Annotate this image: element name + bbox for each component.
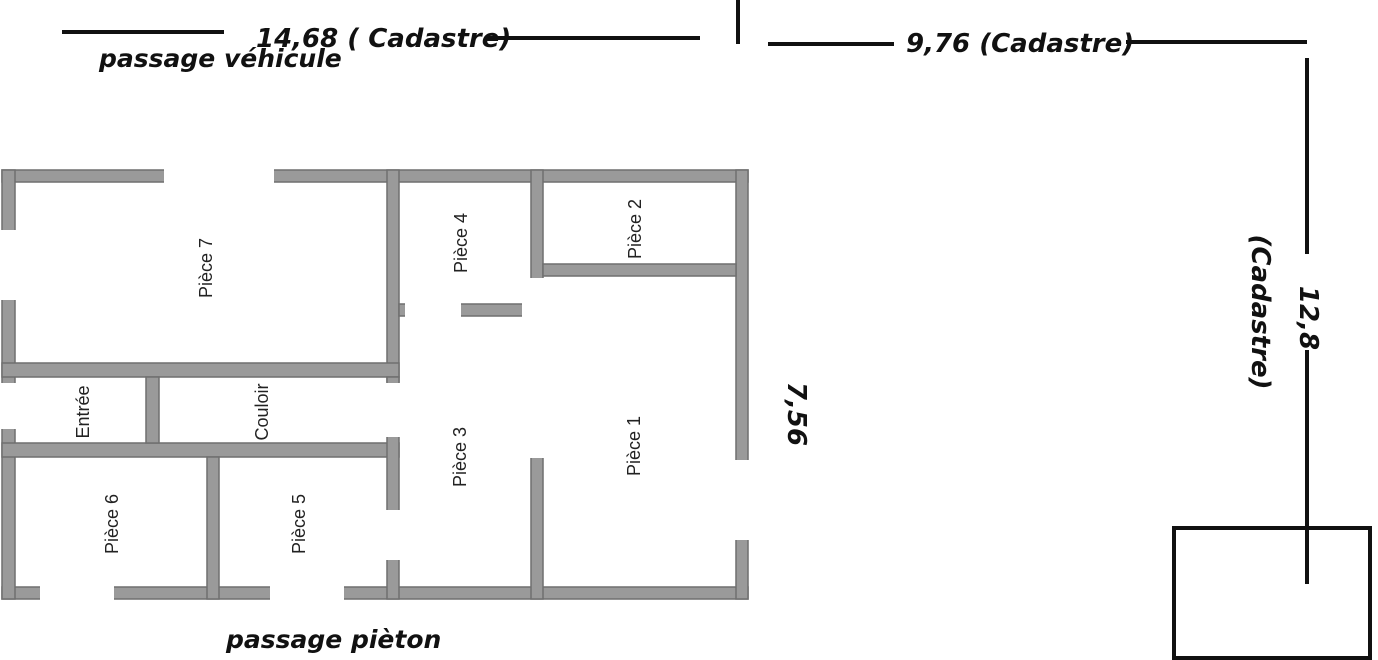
opening-corridor-entry [380,383,404,437]
note-vehicle-passage: passage véhicule [98,44,342,73]
note-pedestrian-passage: passage pièton [225,625,441,654]
wall-piece6-piece5 [206,456,220,600]
opening-right-wall [733,460,753,540]
opening-piece3 [382,510,404,560]
room-label-piece5: Pièce 5 [289,494,309,554]
room-labels: Pièce 7 Pièce 4 Pièce 2 Entrée Couloir P… [73,199,645,554]
dimension-top-left: 14,68 ( Cadastre) [256,24,511,54]
room-label-piece7: Pièce 7 [196,238,216,298]
opening-top-piece7 [164,166,274,186]
room-label-couloir: Couloir [252,383,272,440]
wall-entree-couloir [145,376,160,444]
dimension-top-right: 9,76 (Cadastre) [906,29,1134,59]
annex-building [1172,526,1372,660]
dimension-lines [62,0,1309,584]
outer-wall-top [1,169,749,183]
room-label-piece4: Pièce 4 [451,213,471,273]
opening-left-entree [0,383,20,429]
opening-bottom-piece5 [270,583,344,603]
dimension-right-source: (Cadastre) [1245,235,1275,390]
room-label-entree: Entrée [73,385,93,438]
room-label-piece1: Pièce 1 [624,416,644,476]
room-label-piece2: Pièce 2 [625,199,645,259]
openings [0,166,753,603]
opening-piece4 [405,300,461,320]
opening-center-upper [522,278,550,458]
wall-corridor-bottom [1,442,400,458]
wall-piece7-bottom [1,362,400,378]
wall-piece7-right [386,169,400,383]
wall-piece2-bottom [542,263,737,277]
dimension-right-value: 12,8 [1293,286,1323,350]
room-label-piece3: Pièce 3 [450,427,470,487]
dimension-middle: 7,56 [781,382,811,446]
opening-bottom-piece6 [40,583,114,603]
watermark-blank [548,282,734,380]
opening-left-upper [0,230,20,300]
room-label-piece6: Pièce 6 [102,494,122,554]
